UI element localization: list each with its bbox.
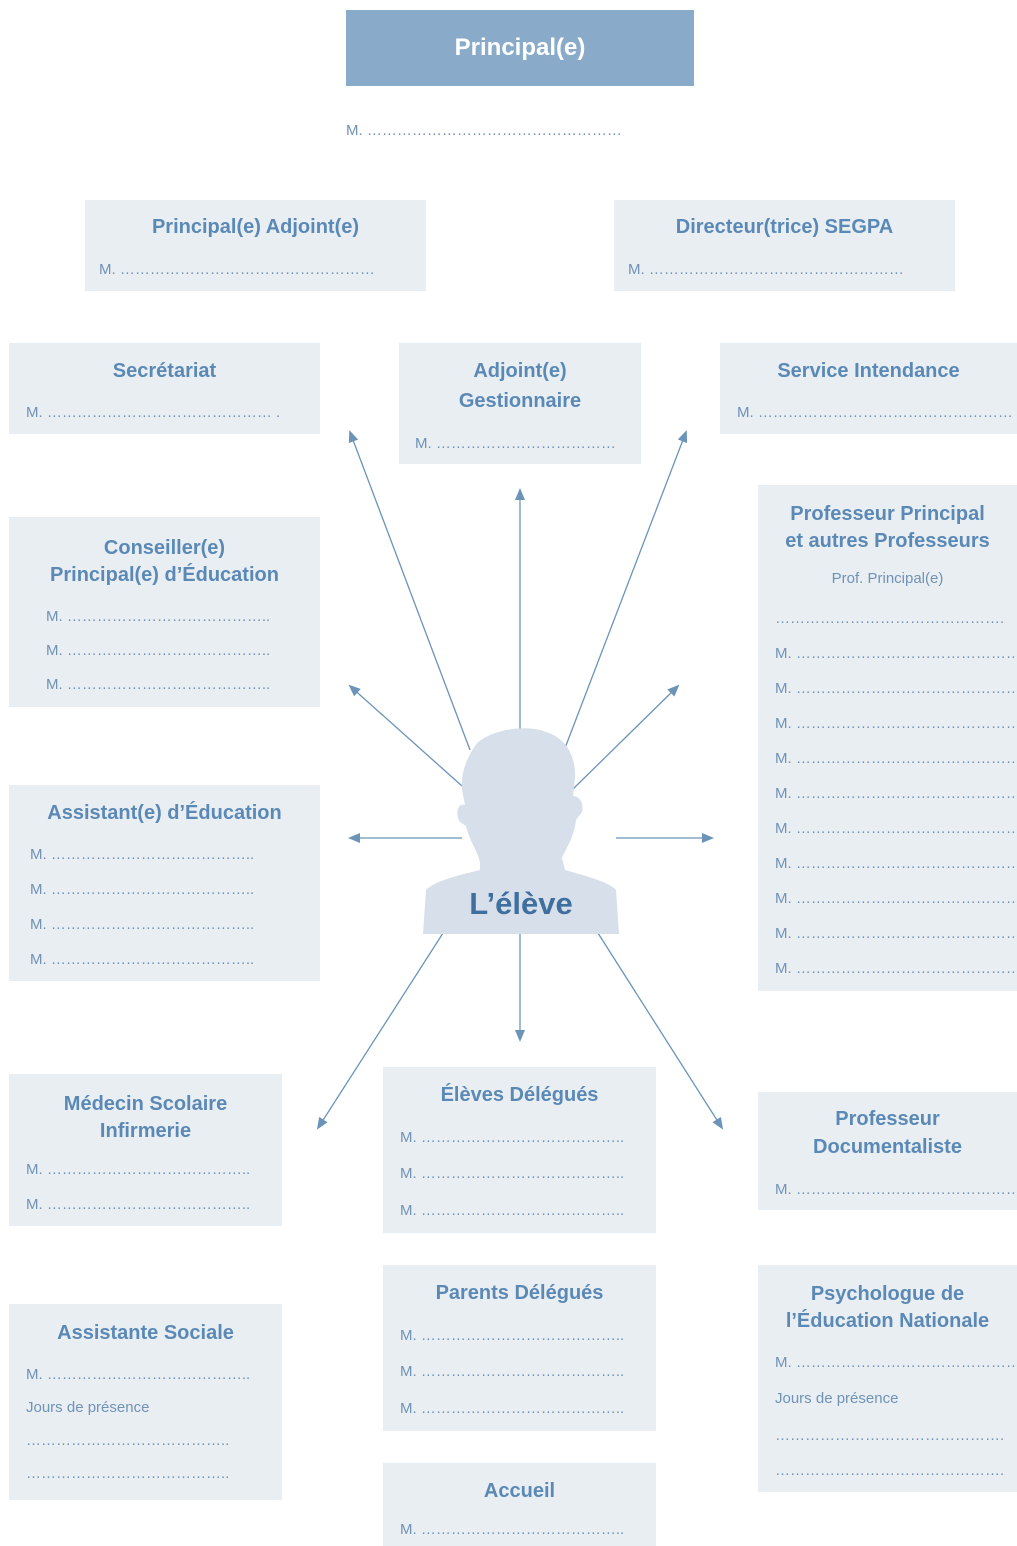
arrow-cpe xyxy=(348,684,463,787)
box-principal-adjoint: Principal(e) Adjoint(e) M. …………………………………… xyxy=(85,200,426,291)
presence-line: ………………………………….. xyxy=(26,1465,230,1482)
box-title: Accueil xyxy=(483,1480,556,1502)
name-line: M. ………………………………….. xyxy=(30,951,255,968)
arrow-documentaliste xyxy=(595,929,724,1130)
box-title-line-1: Professeur xyxy=(835,1108,940,1130)
principal-name-line: M. …………………………………………… xyxy=(346,122,622,139)
name-line: M. ………………………………….. xyxy=(400,1521,625,1538)
box-title: Principal(e) Adjoint(e) xyxy=(151,216,360,238)
name-line: M. ………………………………………. xyxy=(775,645,1017,662)
box-title-line-1: Conseiller(e) xyxy=(103,537,226,559)
box-title-line-1: Médecin Scolaire xyxy=(63,1093,228,1115)
arrow-medecin xyxy=(316,929,446,1130)
box-prof-documentaliste: Professeur Documentaliste M. ……………………………… xyxy=(758,1092,1017,1210)
name-line: M. ……………………………………… . xyxy=(26,404,281,421)
box-professeurs: Professeur Principal et autres Professeu… xyxy=(758,485,1017,991)
name-line: M. ………………………………….. xyxy=(400,1363,625,1380)
name-line: M. ………………………………………. xyxy=(775,855,1017,872)
presence-line: ………………………………….. xyxy=(26,1432,230,1449)
box-title: Directeur(trice) SEGPA xyxy=(675,216,894,238)
name-line: M. ……………………………… xyxy=(415,435,616,452)
name-line: M. ………………………………….. xyxy=(400,1202,625,1219)
presence-line: ………………………………………. xyxy=(775,1427,1005,1444)
name-line: M. ………………………………….. xyxy=(400,1327,625,1344)
box-title-line-1: Professeur Principal xyxy=(790,503,985,525)
name-line: M. …………………………………………… xyxy=(99,261,375,278)
name-line: M. ………………………………….. xyxy=(400,1165,625,1182)
name-line: M. …………………………………………… . xyxy=(737,404,1017,421)
box-title-line-2: Infirmerie xyxy=(99,1120,192,1142)
name-line: M. ………………………………….. xyxy=(46,676,271,693)
principal-box: Principal(e) xyxy=(346,10,694,86)
box-title: Service Intendance xyxy=(777,360,960,382)
box-title: Parents Délégués xyxy=(435,1282,604,1304)
box-title-line-2: l’Éducation Nationale xyxy=(785,1310,990,1332)
box-title-line-1: Psychologue de xyxy=(810,1283,965,1305)
presence-label: Jours de présence xyxy=(775,1390,899,1407)
name-line: M. ………………………………….. xyxy=(400,1400,625,1417)
name-line: M. ………………………………….. xyxy=(30,881,255,898)
box-subtitle: Prof. Principal(e) xyxy=(831,570,944,587)
name-line: M. ………………………………….. xyxy=(26,1161,251,1178)
box-directeur-segpa: Directeur(trice) SEGPA M. ……………………………………… xyxy=(614,200,955,291)
name-line: M. ………………………………………. xyxy=(775,1354,1017,1371)
center-label: L’élève xyxy=(469,886,573,921)
box-service-intendance: Service Intendance M. …………………………………………… … xyxy=(720,343,1017,434)
name-line: M. ………………………………….. xyxy=(26,1196,251,1213)
box-title-line-1: Adjoint(e) xyxy=(473,360,567,382)
name-line: M. ………………………………………. xyxy=(775,785,1017,802)
box-cpe: Conseiller(e) Principal(e) d’Éducation M… xyxy=(9,517,320,707)
box-eleves-delegues: Élèves Délégués M. ………………………………….. M. ……… xyxy=(383,1067,656,1233)
arrow-secretariat xyxy=(348,430,471,751)
box-psychologue: Psychologue de l’Éducation Nationale M. … xyxy=(758,1265,1017,1492)
name-line: M. ……………………………………….. xyxy=(775,1181,1017,1198)
box-title: Assistant(e) d’Éducation xyxy=(47,802,282,824)
box-title-line-2: Documentaliste xyxy=(813,1136,962,1158)
presence-line: ………………………………………. xyxy=(775,1462,1005,1479)
name-line: M. ………………………………………. xyxy=(775,925,1017,942)
box-secretariat: Secrétariat M. ……………………………………… . xyxy=(9,343,320,434)
name-line: M. ………………………………………. xyxy=(775,960,1017,977)
box-title: Secrétariat xyxy=(112,360,217,382)
box-assistant-education: Assistant(e) d’Éducation M. ………………………………… xyxy=(9,785,320,981)
box-assistante-sociale: Assistante Sociale M. ………………………………….. Jo… xyxy=(9,1304,282,1500)
student-silhouette xyxy=(423,728,619,934)
name-line: M. ………………………………….. xyxy=(30,916,255,933)
name-line: M. ………………………………………. xyxy=(775,715,1017,732)
name-line: M. ………………………………….. xyxy=(26,1366,251,1383)
presence-label: Jours de présence xyxy=(26,1399,150,1416)
name-line: M. ………………………………….. xyxy=(30,846,255,863)
name-line: M. ………………………………………. xyxy=(775,750,1017,767)
name-line: M. ………………………………………. xyxy=(775,820,1017,837)
box-title-line-2: et autres Professeurs xyxy=(785,530,990,552)
name-line: M. ………………………………….. xyxy=(400,1129,625,1146)
name-line: M. ………………………………….. xyxy=(46,642,271,659)
name-line: ………………………………………. xyxy=(775,610,1005,627)
box-medecin: Médecin Scolaire Infirmerie M. ………………………… xyxy=(9,1074,282,1226)
name-line: M. ………………………………….. xyxy=(46,608,271,625)
box-adjoint-gestionnaire: Adjoint(e) Gestionnaire M. ……………………………… xyxy=(399,343,641,464)
box-title-line-2: Gestionnaire xyxy=(458,390,582,412)
arrow-intendance xyxy=(564,430,688,749)
box-parents-delegues: Parents Délégués M. ………………………………….. M. …… xyxy=(383,1265,656,1431)
box-title: Élèves Délégués xyxy=(440,1084,599,1106)
name-line: M. ………………………………………. xyxy=(775,890,1017,907)
name-line: M. …………………………………………… xyxy=(628,261,904,278)
arrow-professeurs xyxy=(571,684,680,791)
box-title-line-2: Principal(e) d’Éducation xyxy=(50,564,279,586)
box-title: Assistante Sociale xyxy=(57,1322,234,1344)
name-line: M. ………………………………………. xyxy=(775,680,1017,697)
box-accueil: Accueil M. ………………………………….. xyxy=(383,1463,656,1546)
